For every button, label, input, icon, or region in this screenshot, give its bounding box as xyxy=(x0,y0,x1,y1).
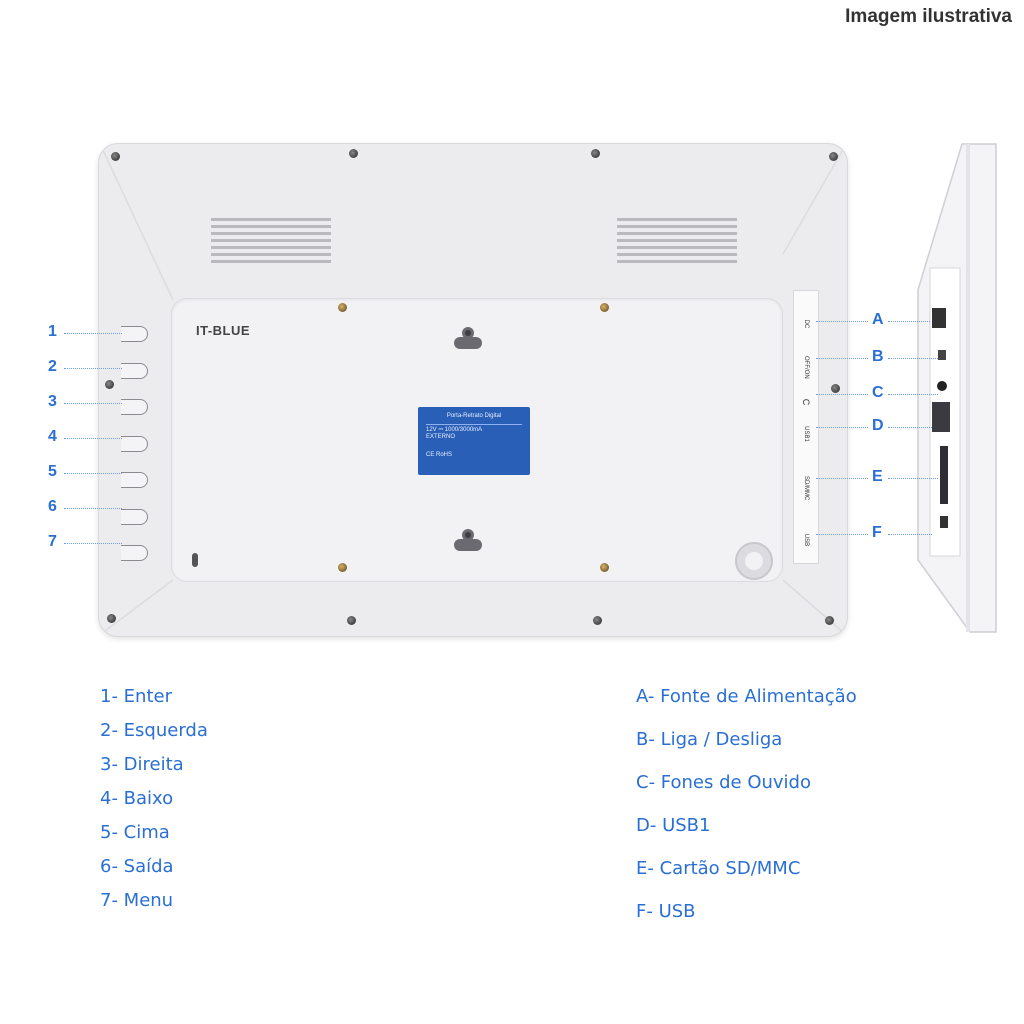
screw xyxy=(593,616,602,625)
legend-item: A- Fonte de Alimentação xyxy=(636,686,857,707)
screw xyxy=(111,152,120,161)
leader-line xyxy=(64,473,122,474)
screw xyxy=(831,384,840,393)
legend-item: 2- Esquerda xyxy=(100,720,208,741)
screw xyxy=(105,380,114,389)
side-buttons xyxy=(121,326,148,582)
legend-item: 6- Saída xyxy=(100,856,174,877)
leader-line xyxy=(64,403,122,404)
slot xyxy=(192,553,198,567)
callout-f: F xyxy=(872,524,882,541)
screw xyxy=(338,303,347,312)
sd-slot-icon xyxy=(940,446,948,504)
leader-line xyxy=(64,333,122,334)
callout-7: 7 xyxy=(48,533,57,550)
switch-icon xyxy=(938,350,946,360)
leader-line xyxy=(888,427,932,428)
usb1-port-icon xyxy=(932,402,950,432)
leader-line xyxy=(888,534,932,535)
leader-line xyxy=(816,534,868,535)
screw xyxy=(600,303,609,312)
round-vent xyxy=(735,542,773,580)
port-label-sdmmc: SD/MMC xyxy=(803,476,809,501)
legend-ports: A- Fonte de Alimentação B- Liga / Deslig… xyxy=(636,686,857,944)
callout-3: 3 xyxy=(48,393,57,410)
callout-4: 4 xyxy=(48,428,57,445)
legend-item: 3- Direita xyxy=(100,754,184,775)
legend-item: B- Liga / Desliga xyxy=(636,729,783,750)
leader-line xyxy=(64,438,122,439)
leader-line xyxy=(64,368,122,369)
leader-line xyxy=(816,358,868,359)
leader-line xyxy=(888,478,938,479)
button-menu xyxy=(121,545,148,561)
callout-6: 6 xyxy=(48,498,57,515)
port-label-strip: DC OFF/ON C USB1 SD/MMC USB xyxy=(793,290,819,564)
legend-item: D- USB1 xyxy=(636,815,711,836)
port-label-dc: DC xyxy=(803,319,809,329)
callout-b: B xyxy=(872,348,884,365)
screw xyxy=(600,563,609,572)
legend-item: 4- Baixo xyxy=(100,788,174,809)
caption: Imagem ilustrativa xyxy=(845,6,1012,27)
button-enter xyxy=(121,326,148,342)
leader-line xyxy=(816,427,868,428)
usb-port-icon xyxy=(940,516,948,528)
sticker-title: Porta-Retrato Digital xyxy=(446,413,502,419)
spec-sticker: Porta-Retrato Digital 12V ⎓ 1000/3000mA … xyxy=(418,407,530,475)
callout-e: E xyxy=(872,468,883,485)
leader-line xyxy=(816,394,868,395)
button-esquerda xyxy=(121,362,148,379)
screw xyxy=(591,149,600,158)
device-back-view: IT-BLUE Porta-Retrato Digital 12V ⎓ 1000… xyxy=(98,143,848,637)
legend-item: 7- Menu xyxy=(100,890,174,911)
legend-item: E- Cartão SD/MMC xyxy=(636,858,801,879)
screw xyxy=(338,563,347,572)
device-side-view xyxy=(917,143,997,633)
sticker-marks: CE RoHS xyxy=(426,452,453,458)
keyhole-mount-top xyxy=(454,327,482,349)
leader-line xyxy=(888,358,938,359)
callout-5: 5 xyxy=(48,463,57,480)
port-label-usb1: USB1 xyxy=(803,426,809,442)
dc-port-icon xyxy=(932,308,946,328)
screw xyxy=(825,616,834,625)
screw xyxy=(829,152,838,161)
bevel-lines xyxy=(100,145,846,635)
brand-logo: IT-BLUE xyxy=(196,323,251,338)
sticker-spec: 12V ⎓ 1000/3000mA xyxy=(426,424,522,434)
legend-buttons: 1- Enter 2- Esquerda 3- Direita 4- Baixo… xyxy=(100,686,208,924)
port-label-phone: C xyxy=(801,398,811,406)
callout-1: 1 xyxy=(48,323,57,340)
button-saida xyxy=(121,508,148,525)
leader-line xyxy=(816,478,868,479)
screw xyxy=(107,614,116,623)
port-label-onoff: OFF/ON xyxy=(803,356,809,379)
screw xyxy=(349,149,358,158)
legend-item: F- USB xyxy=(636,901,696,922)
leader-line xyxy=(888,321,930,322)
back-panel: IT-BLUE Porta-Retrato Digital 12V ⎓ 1000… xyxy=(171,298,783,582)
leader-line xyxy=(816,321,868,322)
leader-line xyxy=(64,508,122,509)
legend-item: 5- Cima xyxy=(100,822,170,843)
callout-a: A xyxy=(872,311,884,328)
port-label-usb: USB xyxy=(803,533,809,547)
button-cima xyxy=(121,472,148,488)
legend-item: C- Fones de Ouvido xyxy=(636,772,811,793)
leader-line xyxy=(888,394,938,395)
callout-2: 2 xyxy=(48,358,57,375)
headphone-jack-icon xyxy=(937,381,947,391)
screw xyxy=(347,616,356,625)
leader-line xyxy=(64,543,122,544)
button-direita xyxy=(121,399,148,415)
callout-c: C xyxy=(872,384,884,401)
button-baixo xyxy=(121,435,148,452)
callout-d: D xyxy=(872,417,884,434)
legend-item: 1- Enter xyxy=(100,686,172,707)
vent-left xyxy=(211,218,331,267)
sticker-spec2: EXTERNO xyxy=(426,434,456,440)
keyhole-mount-bottom xyxy=(454,529,482,551)
vent-right xyxy=(617,218,737,267)
